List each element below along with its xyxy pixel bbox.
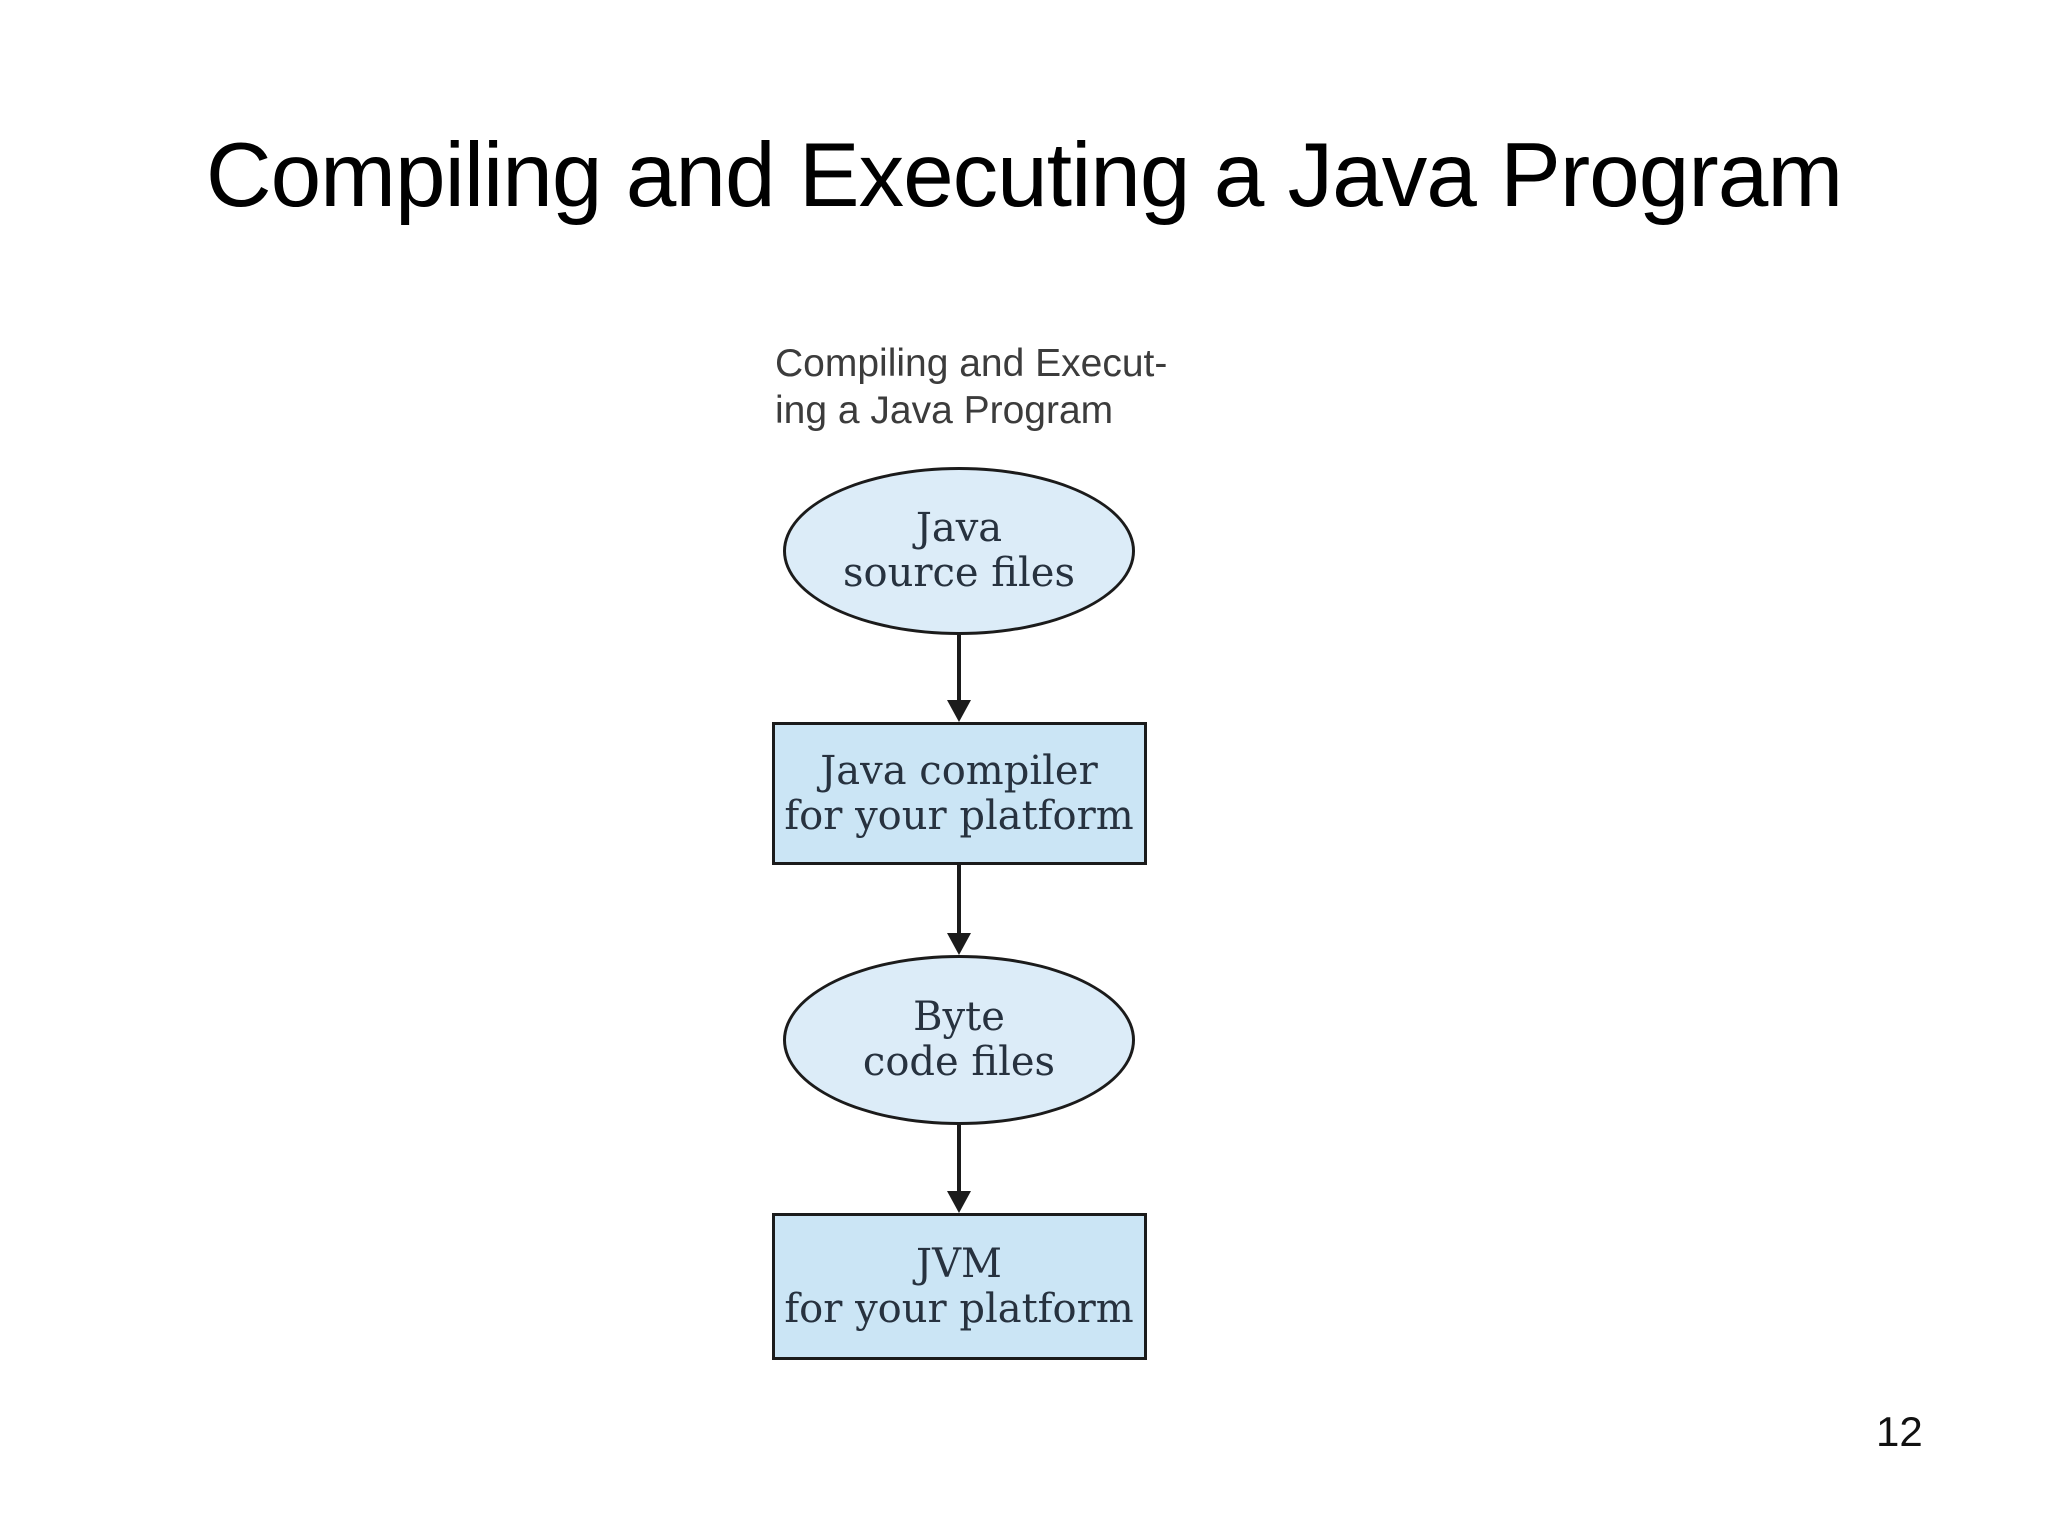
node-byte-code-files: Byte code files [783,955,1135,1125]
node-label-line2: code files [862,1039,1056,1085]
node-label-line1: Java compiler [820,747,1098,794]
arrow-down-icon [947,700,971,722]
arrow-line [957,635,961,704]
page-number: 12 [1876,1408,1923,1455]
node-label-line1: Byte [913,994,1005,1040]
flow-arrow-3 [946,1125,972,1213]
node-jvm: JVM for your platform [771,1213,1147,1360]
figure-caption: Compiling and Execut- ing a Java Program [775,340,1167,434]
flow-arrow-2 [946,865,972,955]
figure-caption-line1: Compiling and Execut- [775,342,1168,385]
flow-diagram-figure: Compiling and Execut- ing a Java Program… [736,340,1182,1360]
slide-title: Compiling and Executing a Java Program [205,125,1843,226]
arrow-down-icon [947,933,971,955]
node-label-line2: source files [843,550,1075,596]
arrow-line [957,1125,961,1195]
node-java-source-files: Java source files [783,467,1135,635]
node-label-line2: for your platform [784,1285,1134,1332]
node-label-line1: JVM [916,1240,1002,1287]
node-label-line1: Java [915,505,1003,551]
arrow-down-icon [947,1191,971,1213]
flow-arrow-1 [946,635,972,722]
figure-caption-line2: ing a Java Program [775,389,1114,432]
node-label-line2: for your platform [784,792,1134,839]
node-java-compiler: Java compiler for your platform [771,722,1147,865]
arrow-line [957,865,961,937]
